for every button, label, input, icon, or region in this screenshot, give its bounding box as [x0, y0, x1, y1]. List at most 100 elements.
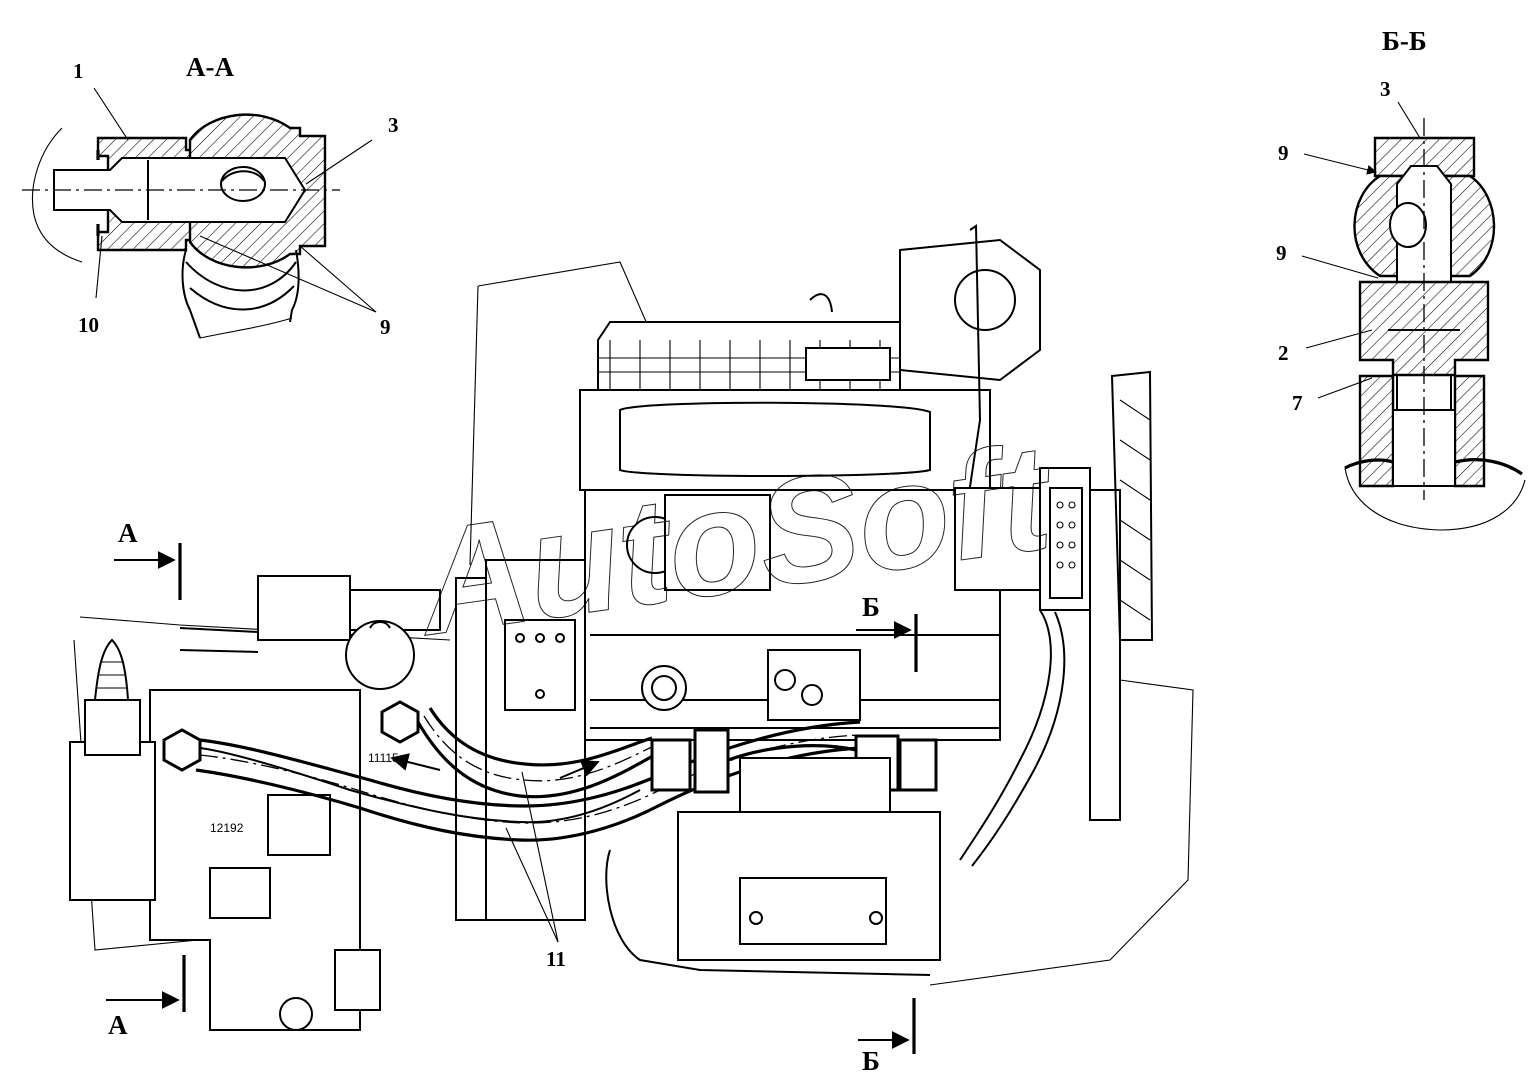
hose-11-upper-bottom [416, 721, 661, 799]
hose-fitting-left-upper [380, 700, 420, 744]
coolant-hose-right [959, 609, 1052, 861]
gearbox-sensor [334, 949, 381, 1011]
aa-leader-1 [93, 87, 129, 141]
bolt-3 [555, 633, 565, 643]
shift-boot [94, 638, 129, 701]
aa-callout-10: 10 [78, 313, 99, 337]
oil-cooler-bracket [739, 877, 887, 945]
section-aa-title: А-А [186, 52, 234, 82]
shift-boot-ribs [97, 661, 128, 689]
hose-11-lower-outer-a [199, 747, 641, 824]
hose-coupling-4 [898, 738, 938, 792]
cooler-bolt-2 [869, 911, 883, 925]
bb-leader-7 [1317, 377, 1373, 399]
hose-coupling-2 [693, 728, 730, 794]
intake-neck [809, 293, 833, 313]
cut-b-bottom-label: Б [862, 1046, 880, 1076]
aa-leader-3 [305, 139, 373, 185]
bb-callout-2: 2 [1278, 341, 1289, 365]
valve-block-pipes [179, 627, 259, 653]
leader-11b [505, 827, 559, 943]
pulley [1089, 489, 1121, 821]
bb-leader-3 [1397, 101, 1421, 139]
aa-hose-cut [199, 317, 293, 339]
shift-boot-base [84, 699, 141, 756]
hose-fitting-left-lower [162, 728, 202, 772]
frame-outline-right [929, 679, 1194, 986]
cooler-pipe-loop [605, 849, 931, 976]
hose-11-upper-inner [428, 707, 653, 767]
oil-filler-inner [651, 675, 677, 701]
cooler-bolt-1 [749, 911, 763, 925]
aa-callout-3: 3 [388, 113, 399, 137]
main-engine-view: 11115 12192 11 А А Б Б [69, 224, 1194, 1076]
bolt-2 [535, 633, 545, 643]
bolt-4 [535, 689, 545, 699]
bb-leader-2 [1305, 329, 1373, 349]
gearbox-mount [267, 794, 331, 856]
aa-oil-hole [220, 166, 266, 202]
bb-sleeve-right [1453, 374, 1486, 488]
callout-11: 11 [546, 947, 566, 971]
aa-leader-9a [299, 245, 377, 313]
aa-housing-contour [31, 127, 83, 263]
valve-block-ext [349, 589, 441, 631]
turbo-oil-pipe [967, 224, 982, 501]
aa-leader-10 [95, 235, 103, 299]
bb-callout-7: 7 [1292, 391, 1303, 415]
gearbox-housing [149, 689, 361, 1031]
bb-callout-9b: 9 [1276, 241, 1287, 265]
bb-housing-contour [1344, 467, 1526, 531]
exhaust-manifold [619, 401, 931, 477]
flow-arrow-out [559, 759, 600, 779]
section-aa-view: А-А 1 3 9 10 [22, 52, 399, 339]
hose-11-lower-top [199, 720, 861, 808]
aa-callout-1: 1 [73, 59, 84, 83]
intake-bracket [805, 347, 891, 381]
cut-b-top-label: Б [862, 592, 880, 622]
cut-a-bottom-label: А [108, 1010, 128, 1040]
fitting-b [801, 684, 823, 706]
hose-11-upper-center [423, 715, 657, 782]
fitting-a [774, 669, 796, 691]
turbo-housing [954, 269, 1016, 331]
bb-sleeve-left [1358, 374, 1395, 488]
aa-oil-hole-edge [221, 170, 265, 182]
gearbox-side-cover [69, 741, 156, 901]
bell-housing-plate [504, 619, 576, 711]
bb-callout-3: 3 [1380, 77, 1391, 101]
hose-coupling-1 [650, 738, 692, 792]
fan-blade [1110, 370, 1154, 641]
cut-a-top-label: А [118, 518, 138, 548]
fuel-filter-housing [664, 494, 771, 591]
coolant-hose-right-2 [971, 611, 1066, 867]
aa-hose-lower [181, 249, 300, 339]
filter-canister-cap [369, 621, 391, 629]
alternator [954, 487, 1041, 591]
bb-leader-9a [1303, 153, 1377, 175]
oil-filler [641, 665, 687, 711]
leader-11a [521, 771, 559, 943]
turbocharger [899, 238, 1041, 382]
bb-base [1344, 458, 1523, 476]
stamp-11115: 11115 [368, 751, 399, 765]
bb-callout-9a: 9 [1278, 141, 1289, 165]
section-bb-view: Б-Б 3 9 9 2 7 [1276, 26, 1526, 531]
aa-leader-9b [199, 235, 377, 313]
bolt-1 [515, 633, 525, 643]
fan-blade-ribs [1119, 399, 1151, 621]
filter-canister [345, 620, 415, 690]
gearbox-nameplate [209, 867, 271, 919]
perforated-plate [1049, 487, 1083, 599]
aa-hose-arc-2 [189, 285, 295, 311]
drain-plug [279, 997, 313, 1031]
stamp-12192: 12192 [210, 821, 244, 835]
bb-leader-9b [1301, 255, 1379, 279]
valve-block [257, 575, 351, 641]
aa-callout-9: 9 [380, 315, 391, 339]
flow-arrow-return [390, 753, 441, 771]
section-bb-title: Б-Б [1382, 26, 1427, 56]
bb-oil-hole [1389, 202, 1427, 248]
